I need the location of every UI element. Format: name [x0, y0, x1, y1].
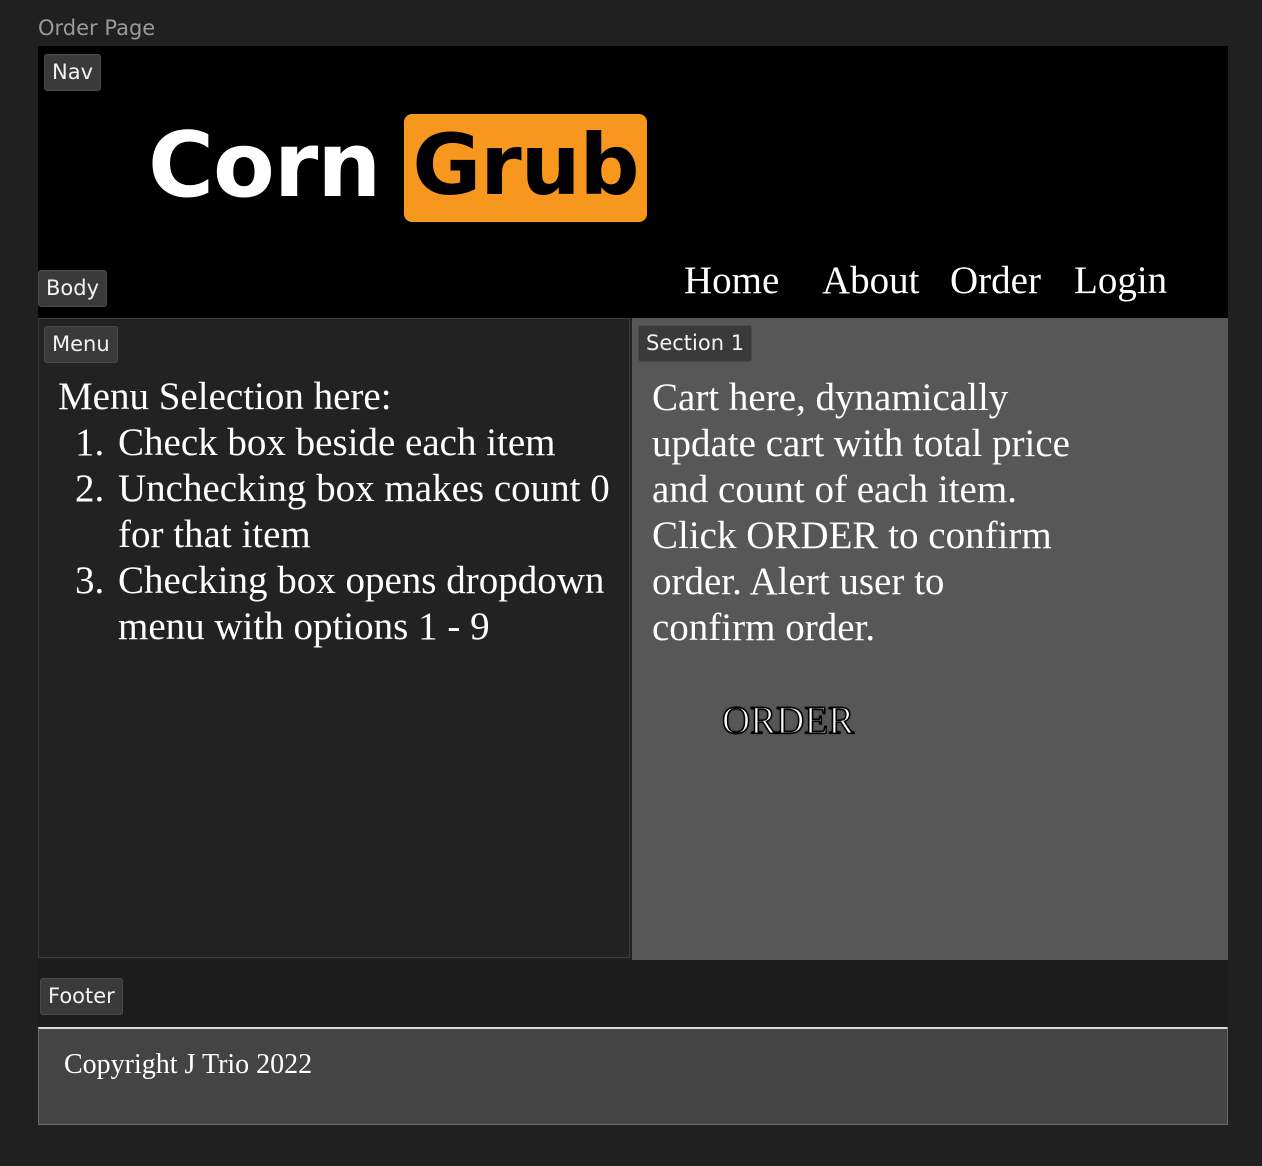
- order-button[interactable]: ORDER: [721, 698, 855, 743]
- logo-word-corn: Corn: [148, 113, 381, 218]
- list-item-text: Unchecking box makes count 0 for that it…: [118, 467, 610, 556]
- brand-logo[interactable]: Corn Grub: [148, 106, 647, 230]
- cart-section: Section 1 Cart here, dynamically update …: [632, 318, 1228, 960]
- copyright-text: Copyright J Trio 2022: [64, 1049, 313, 1080]
- list-item-number: 2.: [75, 467, 105, 510]
- list-item: 3. Checking box opens dropdown menu with…: [58, 558, 638, 650]
- footer: Copyright J Trio 2022: [38, 1027, 1228, 1125]
- nav-link-order[interactable]: Order: [950, 259, 1041, 302]
- list-item: 2. Unchecking box makes count 0 for that…: [58, 466, 638, 558]
- list-item-number: 1.: [75, 421, 105, 464]
- body-frame-label: Body: [38, 270, 108, 307]
- list-item-text: Checking box opens dropdown menu with op…: [118, 559, 605, 648]
- nav-link-home[interactable]: Home: [684, 259, 780, 302]
- footer-strip: Footer: [38, 960, 1228, 1028]
- logo-word-grub: Grub: [404, 114, 647, 222]
- nav-frame-label: Nav: [44, 54, 102, 91]
- menu-panel: Menu Menu Selection here: 1. Check box b…: [38, 318, 630, 958]
- cart-description: Cart here, dynamically update cart with …: [652, 376, 1070, 649]
- list-item-text: Check box beside each item: [118, 421, 556, 464]
- menu-heading: Menu Selection here:: [58, 375, 392, 418]
- frame-title: Order Page: [38, 16, 156, 40]
- list-item-number: 3.: [75, 559, 105, 602]
- menu-frame-label: Menu: [44, 326, 118, 363]
- list-item: 1. Check box beside each item: [58, 420, 638, 466]
- nav-link-login[interactable]: Login: [1074, 259, 1168, 302]
- nav-link-about[interactable]: About: [822, 259, 920, 302]
- section-frame-label: Section 1: [638, 325, 753, 362]
- menu-instructions-list: 1. Check box beside each item 2. Uncheck…: [58, 420, 638, 650]
- footer-frame-label: Footer: [40, 978, 123, 1015]
- nav-bar: Nav Corn Grub Home About Order Login: [38, 46, 1228, 318]
